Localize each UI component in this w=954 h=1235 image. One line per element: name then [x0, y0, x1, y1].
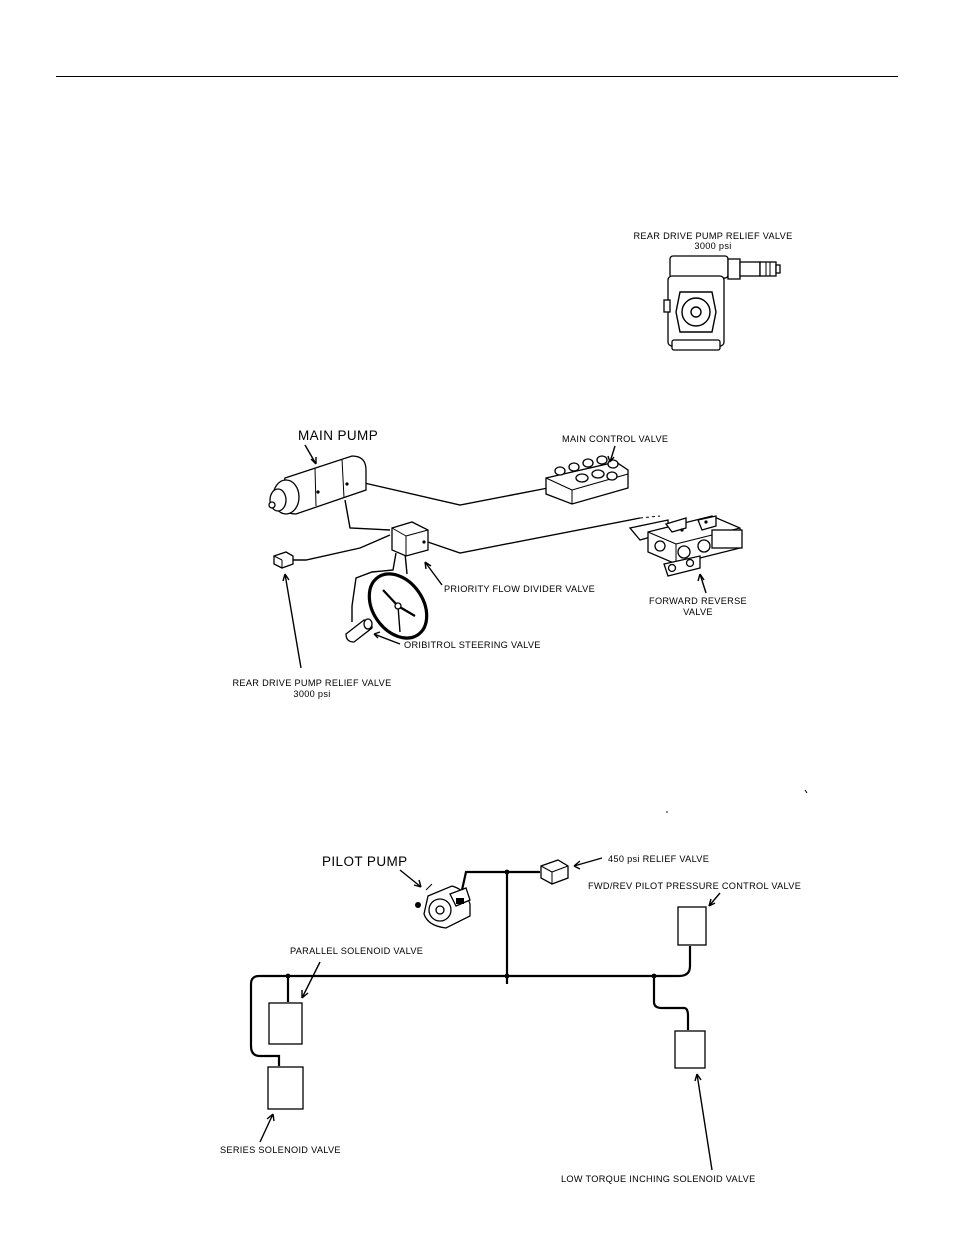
- priority-flow-divider-illustration: [391, 521, 429, 557]
- rear-relief-label-line2: 3000 psi: [293, 689, 330, 699]
- fwd-rev-pilot-label: FWD/REV PILOT PRESSURE CONTROL VALVE: [588, 881, 801, 891]
- fwd-rev-pilot-valve-box: [677, 906, 707, 946]
- series-solenoid-arrow: [259, 1113, 275, 1143]
- pilot-pump-figure: PILOT PUMP 450 psi RELIEF VALVE: [220, 854, 801, 1184]
- priority-flow-divider-arrow: [424, 561, 443, 586]
- forward-reverse-label-line2: VALVE: [683, 607, 713, 617]
- hose-divider-to-fwdrev: [421, 517, 641, 554]
- pilot-manifold-line: [288, 946, 692, 978]
- rear-relief-valve-small-illustration: [273, 551, 294, 569]
- orbitrol-steering-valve-illustration: [345, 618, 373, 643]
- parallel-solenoid-valve-box: [268, 1002, 303, 1045]
- top-relief-label-line2: 3000 psi: [694, 241, 731, 251]
- top-relief-valve-figure: REAR DRIVE PUMP RELIEF VALVE 3000 psi: [633, 231, 792, 351]
- parallel-solenoid-label: PARALLEL SOLENOID VALVE: [290, 946, 423, 956]
- series-solenoid-label: SERIES SOLENOID VALVE: [220, 1145, 341, 1155]
- orbitrol-steering-valve-arrow: [373, 631, 401, 645]
- forward-reverse-arrow: [697, 573, 707, 594]
- stray-mark: [804, 789, 808, 794]
- rear-relief-label-line1: REAR DRIVE PUMP RELIEF VALVE: [232, 678, 391, 688]
- parallel-solenoid-arrow: [301, 961, 321, 999]
- rear-relief-valve-arrow: [282, 573, 302, 669]
- orbitrol-steering-valve-label: ORIBITROL STEERING VALVE: [404, 640, 541, 650]
- low-torque-inching-label: LOW TORQUE INCHING SOLENOID VALVE: [561, 1174, 756, 1184]
- main-pump-figure: MAIN PUMP MAIN CONTROL VALVE: [232, 428, 746, 699]
- priority-flow-divider-label: PRIORITY FLOW DIVIDER VALVE: [444, 584, 595, 594]
- low-torque-inching-arrow: [694, 1073, 713, 1171]
- forward-reverse-label-line1: FORWARD REVERSE: [649, 596, 747, 606]
- main-control-valve-label: MAIN CONTROL VALVE: [562, 434, 668, 444]
- hose-pump-to-control: [359, 481, 549, 506]
- forward-reverse-valve-illustration: [628, 515, 743, 577]
- fwd-rev-pilot-arrow: [708, 892, 721, 907]
- hose-divider-to-relief: [293, 534, 391, 561]
- rear-drive-pump-illustration: [663, 255, 781, 351]
- main-pump-arrow: [304, 444, 317, 465]
- inching-branch-line: [652, 976, 690, 1030]
- pilot-pump-label: PILOT PUMP: [322, 854, 408, 869]
- hose-divider-to-steering: [351, 552, 397, 622]
- low-torque-inching-valve-box: [674, 1030, 706, 1069]
- series-branch-line: [249, 974, 288, 1066]
- header-rule: [56, 76, 898, 77]
- hose-pump-to-divider: [344, 499, 391, 531]
- pilot-supply-line: [460, 870, 540, 891]
- series-solenoid-valve-box: [267, 1066, 304, 1110]
- stray-dot: [666, 811, 668, 813]
- hose-divider-to-wheel: [404, 552, 408, 575]
- pilot-pump-illustration: [415, 883, 471, 929]
- pilot-relief-arrow: [573, 857, 603, 870]
- steering-wheel-illustration: [367, 572, 429, 640]
- pilot-pump-arrow: [399, 869, 422, 888]
- top-relief-label-line1: REAR DRIVE PUMP RELIEF VALVE: [633, 231, 792, 241]
- main-pump-illustration: [268, 455, 367, 515]
- pilot-relief-valve-illustration: [540, 859, 569, 885]
- pilot-relief-label: 450 psi RELIEF VALVE: [608, 854, 709, 864]
- main-pump-label: MAIN PUMP: [298, 428, 378, 443]
- main-control-valve-illustration: [545, 455, 629, 505]
- main-control-valve-arrow: [607, 445, 616, 463]
